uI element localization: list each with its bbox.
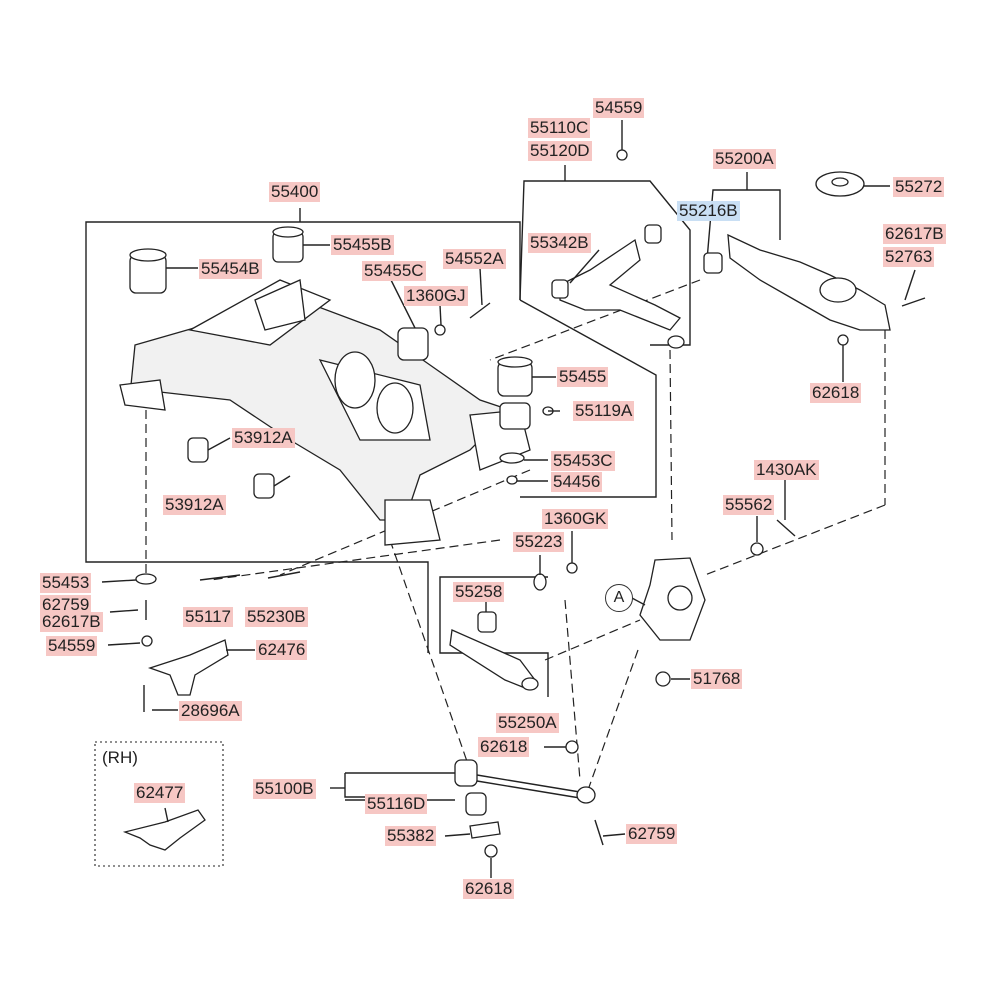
- label-62618-right: 62618: [810, 383, 862, 403]
- label-1430ak: 1430AK: [754, 460, 819, 480]
- bracket-62476-part: [147, 639, 229, 696]
- bushing-55454b-part: [129, 248, 167, 294]
- label-62617b-right: 62617B: [883, 224, 946, 244]
- label-55382: 55382: [385, 826, 437, 846]
- label-1360gj: 1360GJ: [404, 286, 468, 306]
- bushing-55455b-part: [272, 226, 304, 263]
- label-51768: 51768: [691, 669, 743, 689]
- label-55455: 55455: [557, 367, 609, 387]
- label-53912a-upper: 53912A: [232, 428, 295, 448]
- label-55455b: 55455B: [331, 235, 394, 255]
- label-55216b: 55216B: [677, 201, 740, 221]
- label-55110c: 55110C: [528, 118, 591, 138]
- bushing-55455c-part: [397, 327, 429, 361]
- label-55116d: 55116D: [365, 794, 428, 814]
- label-55562: 55562: [723, 495, 775, 515]
- knuckle-part: [639, 557, 706, 641]
- label-55400: 55400: [269, 182, 321, 202]
- label-53912a-lower: 53912A: [163, 495, 226, 515]
- bushing-55455-part: [497, 356, 533, 430]
- label-55272: 55272: [893, 177, 945, 197]
- label-55250a: 55250A: [496, 713, 559, 733]
- label-55455c: 55455C: [362, 261, 426, 281]
- mount-group-frame: [519, 299, 657, 498]
- rh-note: (RH): [102, 748, 138, 767]
- label-62476: 62476: [256, 640, 308, 660]
- label-62759-left: 62759: [40, 595, 92, 615]
- upper-arm-55110c-part: [551, 224, 685, 349]
- label-62618-bottom: 62618: [463, 879, 515, 899]
- label-55120d: 55120D: [528, 141, 592, 161]
- label-55453: 55453: [40, 573, 92, 593]
- label-28696a: 28696A: [179, 701, 242, 721]
- label-55100b: 55100B: [253, 779, 316, 799]
- label-55258: 55258: [453, 582, 505, 602]
- label-62618-middle: 62618: [478, 737, 530, 757]
- callout-a: A: [605, 584, 633, 612]
- label-55223: 55223: [513, 532, 565, 552]
- label-54559-left: 54559: [46, 636, 98, 656]
- label-52763: 52763: [883, 247, 935, 267]
- label-55230b: 55230B: [245, 607, 308, 627]
- label-54559-top: 54559: [593, 98, 645, 118]
- label-55119a: 55119A: [573, 401, 635, 421]
- label-1360gk: 1360GK: [542, 509, 609, 529]
- rh-group-box: [94, 741, 224, 867]
- label-62759-bottom: 62759: [626, 824, 678, 844]
- lower-arm-55200a-part: [703, 233, 891, 331]
- trailing-arm-55100b-part: [454, 759, 596, 816]
- label-55454b: 55454B: [199, 259, 262, 279]
- label-55342b: 55342B: [528, 233, 591, 253]
- label-55117: 55117: [183, 607, 234, 627]
- label-55200a: 55200A: [713, 149, 776, 169]
- lateral-link-55250a-part: [449, 611, 539, 691]
- label-54552a: 54552A: [443, 249, 506, 269]
- label-62477: 62477: [134, 783, 186, 803]
- bracket-62477-part: [122, 809, 206, 851]
- label-54456: 54456: [551, 472, 603, 492]
- lateral-link-group-frame: [439, 576, 549, 697]
- label-55453c: 55453C: [551, 451, 615, 471]
- crossmember-group-frame: [85, 221, 521, 653]
- label-62617b-left: 62617B: [40, 612, 103, 632]
